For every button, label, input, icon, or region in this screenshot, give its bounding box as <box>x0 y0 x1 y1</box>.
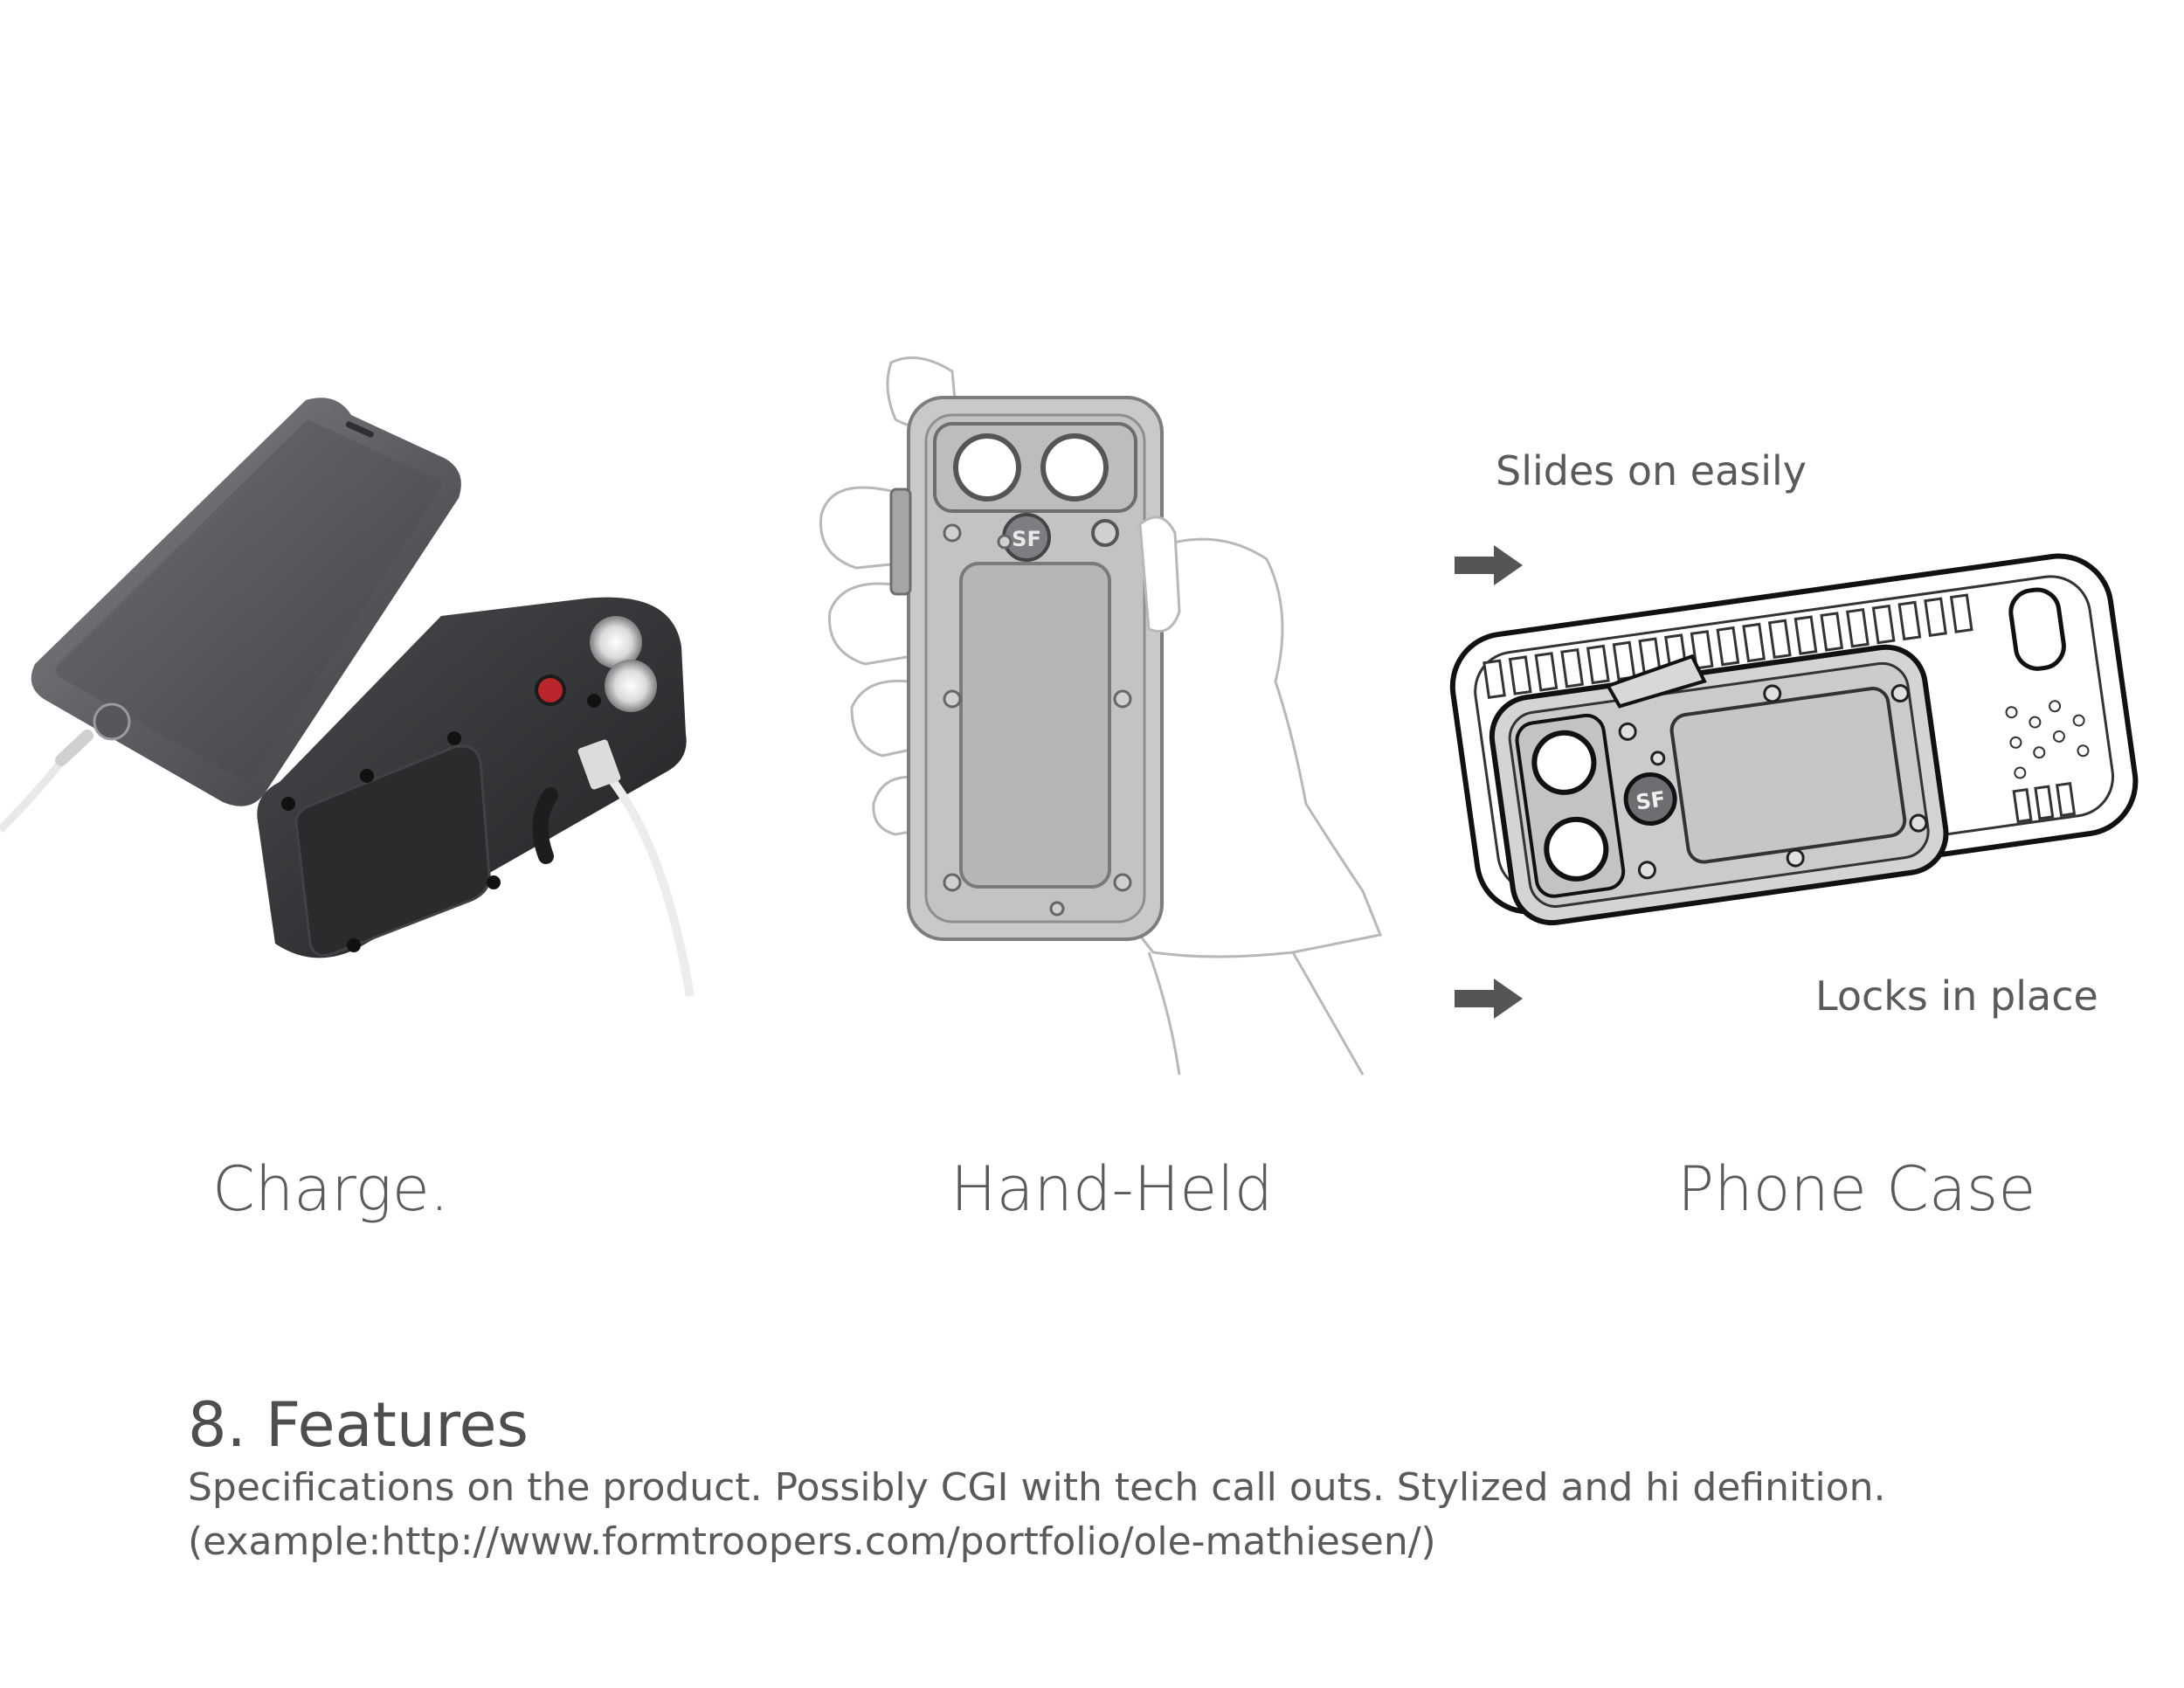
handheld-device: SF <box>889 396 1164 941</box>
section-body-line-2: (example:http://www.formtroopers.com/por… <box>188 1519 1436 1564</box>
arrow-right-icon <box>1455 543 1524 587</box>
section-body-line-1: Specifications on the product. Possibly … <box>188 1465 1886 1510</box>
handheld-caption: Hand-Held <box>950 1153 1274 1225</box>
arrow-right-icon <box>1455 977 1524 1020</box>
handheld-logo: SF <box>1012 527 1041 551</box>
callout-slides-on-easily: Slides on easily <box>1496 447 1807 495</box>
section-body: Specifications on the product. Possibly … <box>188 1461 2110 1569</box>
phone <box>31 398 461 806</box>
charge-photo <box>0 384 716 1013</box>
section-heading: 8. Features <box>188 1389 529 1461</box>
callout-locks-in-place: Locks in place <box>1815 972 2098 1020</box>
phonecase-caption: Phone Case <box>1677 1153 2036 1225</box>
flashlight-device <box>257 597 687 958</box>
handheld-illustration: SF <box>804 349 1415 1118</box>
phonecase-logo: SF <box>1635 786 1667 814</box>
phonecase-illustration: SF <box>1446 542 2145 944</box>
charge-caption: Charge. <box>212 1153 450 1225</box>
